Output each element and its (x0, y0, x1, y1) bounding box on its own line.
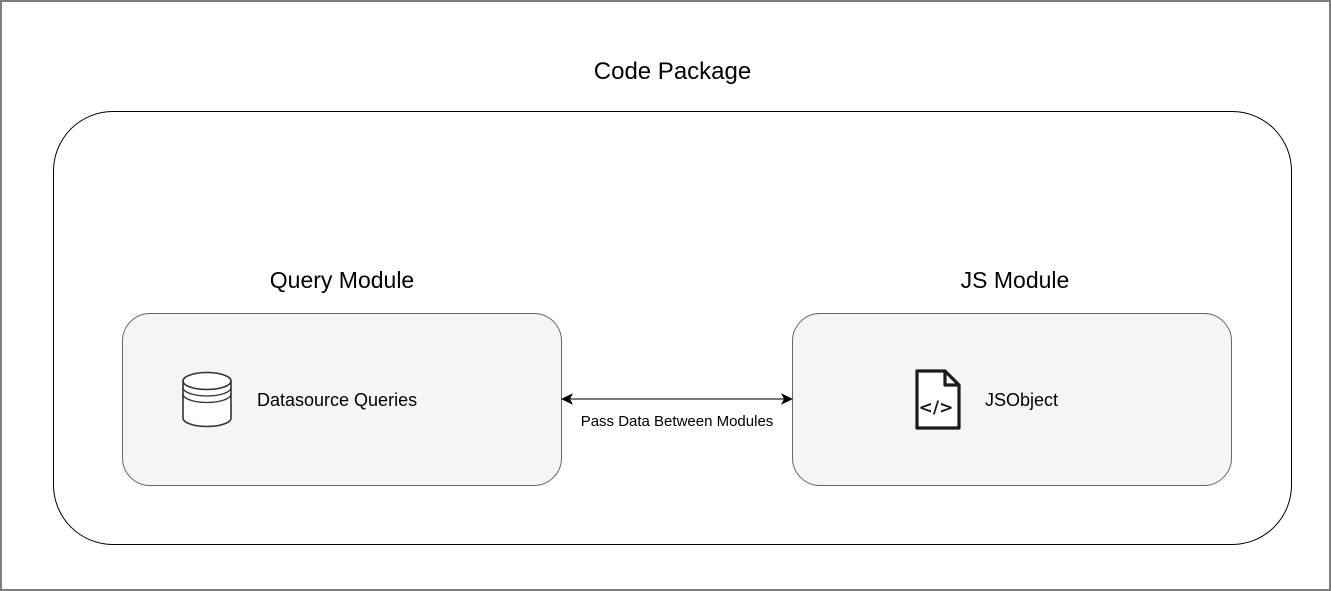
js-module-label: JS Module (960, 267, 1070, 293)
datasource-queries-node: Datasource Queries (122, 313, 562, 486)
database-icon (182, 371, 232, 427)
jsobject-label: JSObject (985, 389, 1059, 410)
bidirectional-arrow (561, 393, 793, 405)
query-module-label: Query Module (269, 267, 415, 293)
datasource-queries-label: Datasource Queries (257, 389, 418, 410)
code-glyph: </> (919, 398, 954, 418)
code-file-icon: </> (915, 369, 961, 430)
diagram-title: Code Package (593, 58, 752, 85)
jsobject-node: </> JSObject (792, 313, 1232, 486)
connector-label: Pass Data Between Modules (580, 413, 774, 430)
